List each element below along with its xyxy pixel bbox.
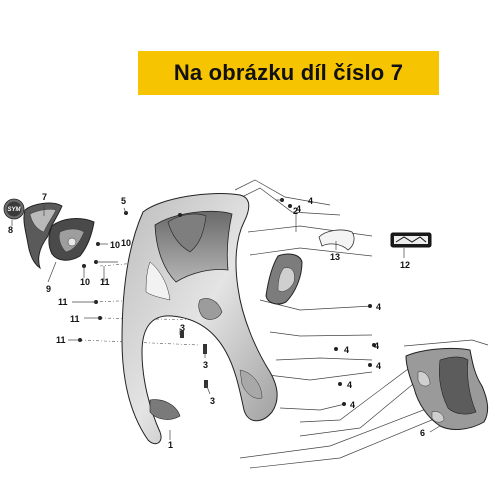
sym-logo-text: SYM [7,207,21,213]
callout-4-d: 4 [374,341,379,351]
callout-2: 2 [293,206,298,216]
sym-logo-emblem: SYM [3,198,25,220]
front-leg-shield-part [121,193,278,445]
callout-7: 7 [42,192,47,202]
inner-cover-part-7 [23,202,63,270]
emblem-part-12 [390,232,432,248]
callout-1: 1 [168,440,173,450]
callout-12: 12 [400,260,410,270]
callout-4-g: 4 [347,380,352,390]
callout-10-a: 10 [110,240,120,250]
callout-9: 9 [46,284,51,294]
callout-4-b: 4 [296,204,301,214]
callout-11-c: 11 [70,314,80,324]
callout-8: 8 [8,225,13,235]
callout-4-a: 4 [308,196,313,206]
part-number-banner: Na obrázku díl číslo 7 [138,51,439,95]
callout-11-d: 11 [56,335,66,345]
callout-labels: 7 8 9 10 10 10 11 11 11 11 5 4 4 4 4 4 4… [8,192,425,450]
leader-lines [11,199,441,440]
callout-3-c: 3 [210,396,215,406]
callout-3-a: 3 [180,323,185,333]
callout-5: 5 [121,196,126,206]
callout-11-a: 11 [100,277,110,287]
callout-13: 13 [330,252,340,262]
decal-part-13 [318,229,355,251]
callout-4-f: 4 [376,361,381,371]
callout-4-e: 4 [344,345,349,355]
floor-panel-part-6 [405,347,489,430]
side-panel-part-2 [265,253,303,305]
callout-10-c: 10 [80,277,90,287]
callout-6: 6 [420,428,425,438]
callout-3-b: 3 [203,360,208,370]
callout-4-h: 4 [350,400,355,410]
callout-11-b: 11 [58,297,68,307]
callout-4-c: 4 [376,302,381,312]
callout-10-b: 10 [121,238,131,248]
inner-cover-part-9 [48,218,95,261]
